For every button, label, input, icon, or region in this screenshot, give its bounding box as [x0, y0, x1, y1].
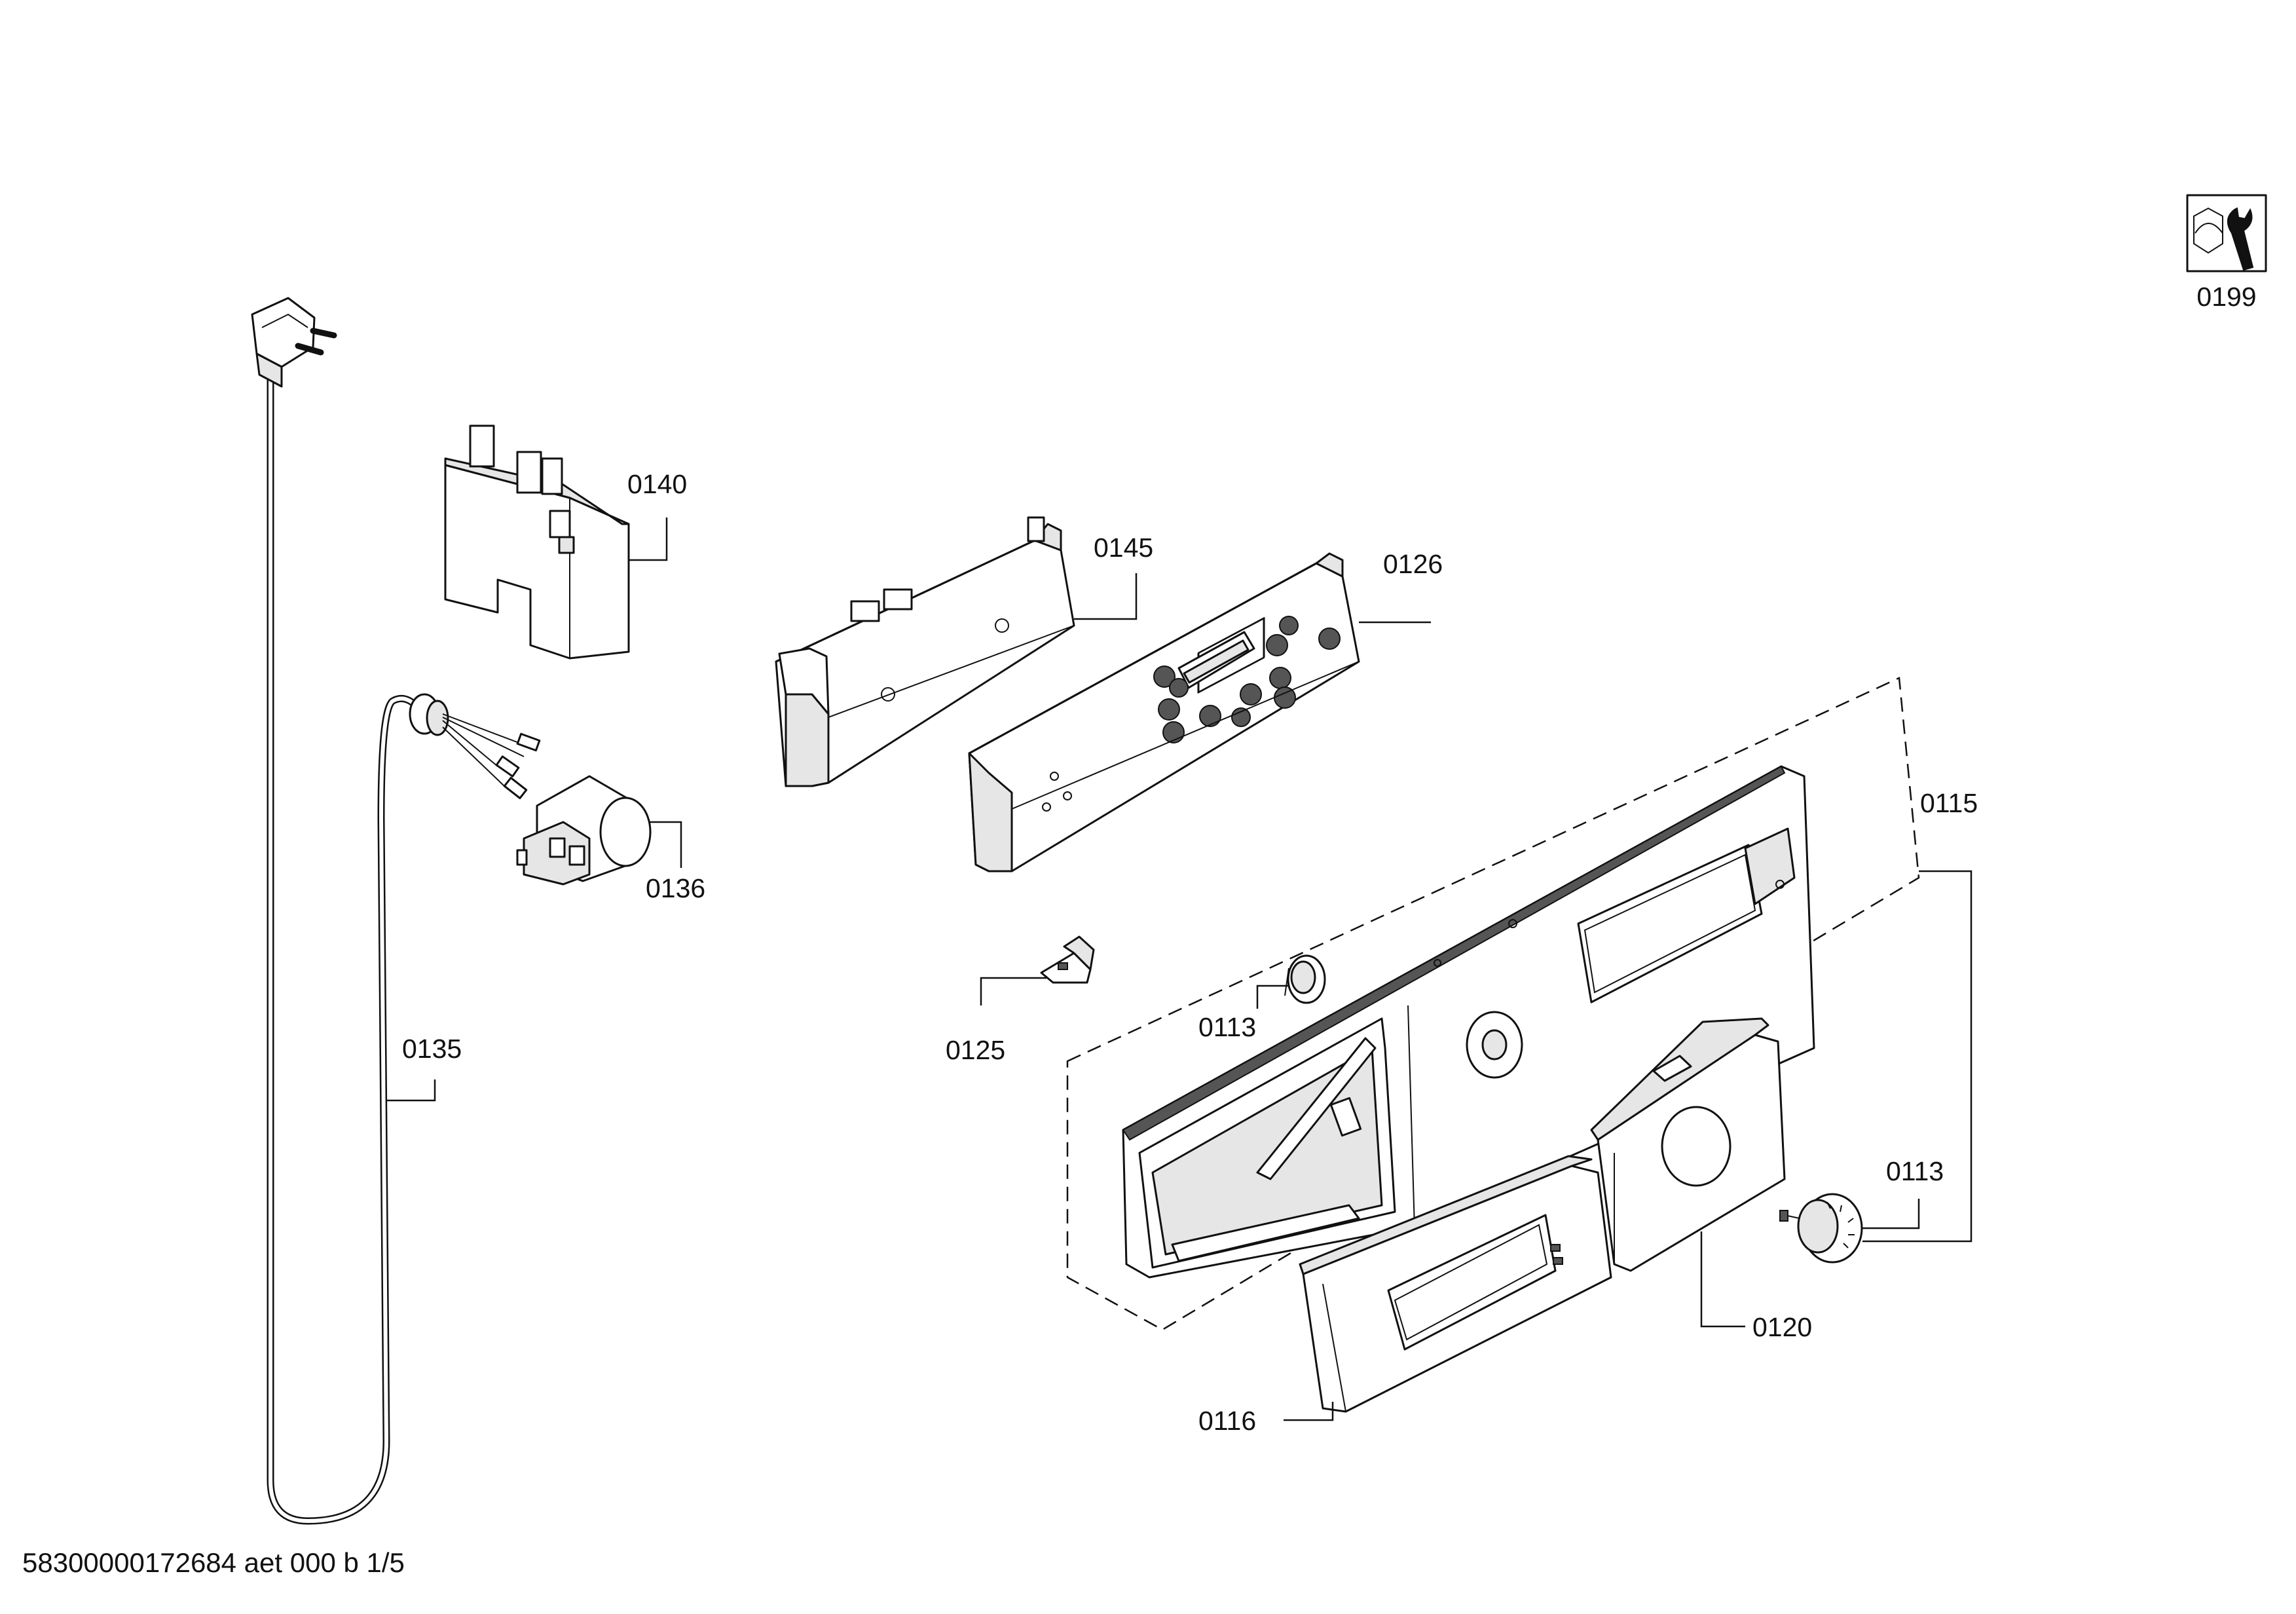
part-0145 [775, 516, 1075, 787]
label-0136: 0136 [646, 873, 705, 903]
fascia-panel-0115 [1122, 765, 1815, 1279]
cable-grommet [409, 693, 449, 736]
part-0113-upper [1284, 954, 1326, 1004]
label-0113-upper: 0113 [1198, 1012, 1256, 1042]
mains-plug [251, 297, 337, 388]
power-cable-0135 [251, 297, 541, 1525]
part-0126 [968, 552, 1360, 873]
push-button-springs [1153, 616, 1341, 743]
part-0136 [516, 775, 652, 886]
drawing-code: 58300000172684 aet 000 b 1/5 [22, 1547, 405, 1578]
label-0199: 0199 [2196, 282, 2256, 312]
assembly-0115-outline [1066, 677, 1920, 1331]
part-0116 [1299, 1155, 1612, 1413]
leader-lines [386, 517, 1972, 1421]
part-0120 [1590, 1017, 1786, 1272]
label-0126: 0126 [1383, 549, 1443, 579]
part-0125 [1040, 935, 1095, 984]
label-0115: 0115 [1920, 788, 1978, 818]
wrench-nut-icon [2186, 194, 2267, 272]
label-0135: 0135 [402, 1034, 462, 1064]
label-0145: 0145 [1094, 533, 1153, 563]
label-0140: 0140 [627, 469, 687, 499]
part-0113-lower [1779, 1193, 1863, 1264]
label-0120: 0120 [1752, 1312, 1812, 1342]
part-0140 [444, 424, 630, 660]
label-0116: 0116 [1198, 1406, 1256, 1436]
label-0113-lower: 0113 [1886, 1156, 1944, 1186]
label-0125: 0125 [946, 1035, 1005, 1065]
